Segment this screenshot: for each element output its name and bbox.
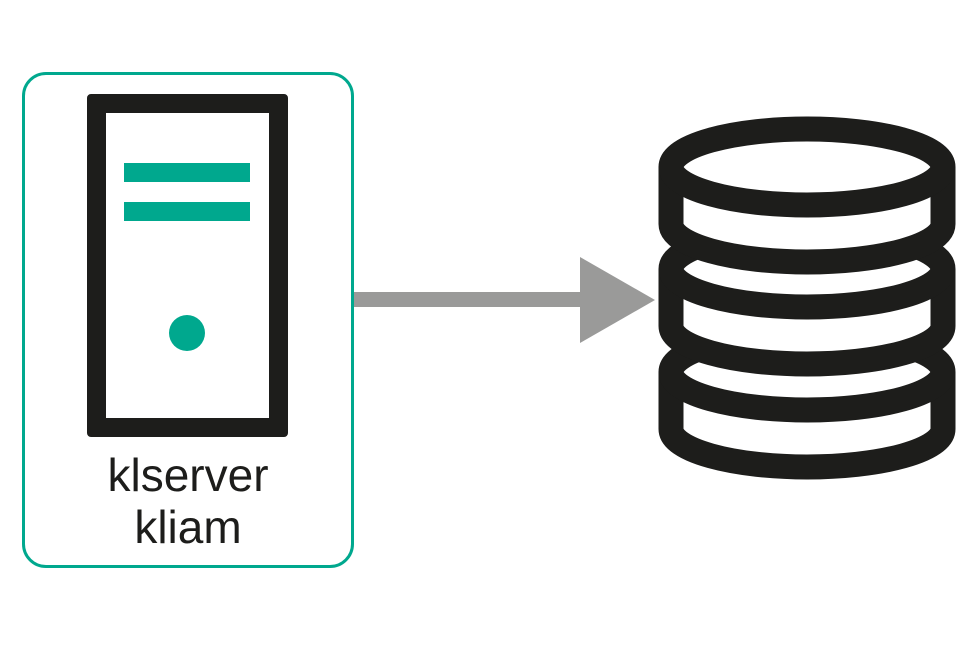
server-power-dot-icon bbox=[169, 315, 205, 351]
database-stack-icon bbox=[658, 116, 956, 480]
arrow-right-shaft bbox=[354, 292, 582, 307]
server-drive-bar-icon bbox=[124, 202, 250, 221]
server-drive-bar-icon bbox=[124, 163, 250, 182]
arrow-right-head-icon bbox=[580, 257, 655, 343]
server-node-label: klserver kliam bbox=[22, 449, 354, 553]
server-tower-icon bbox=[87, 94, 288, 437]
database-disk-1-top bbox=[658, 116, 956, 218]
server-label-line2: kliam bbox=[134, 501, 242, 553]
server-label-line1: klserver bbox=[107, 449, 269, 501]
